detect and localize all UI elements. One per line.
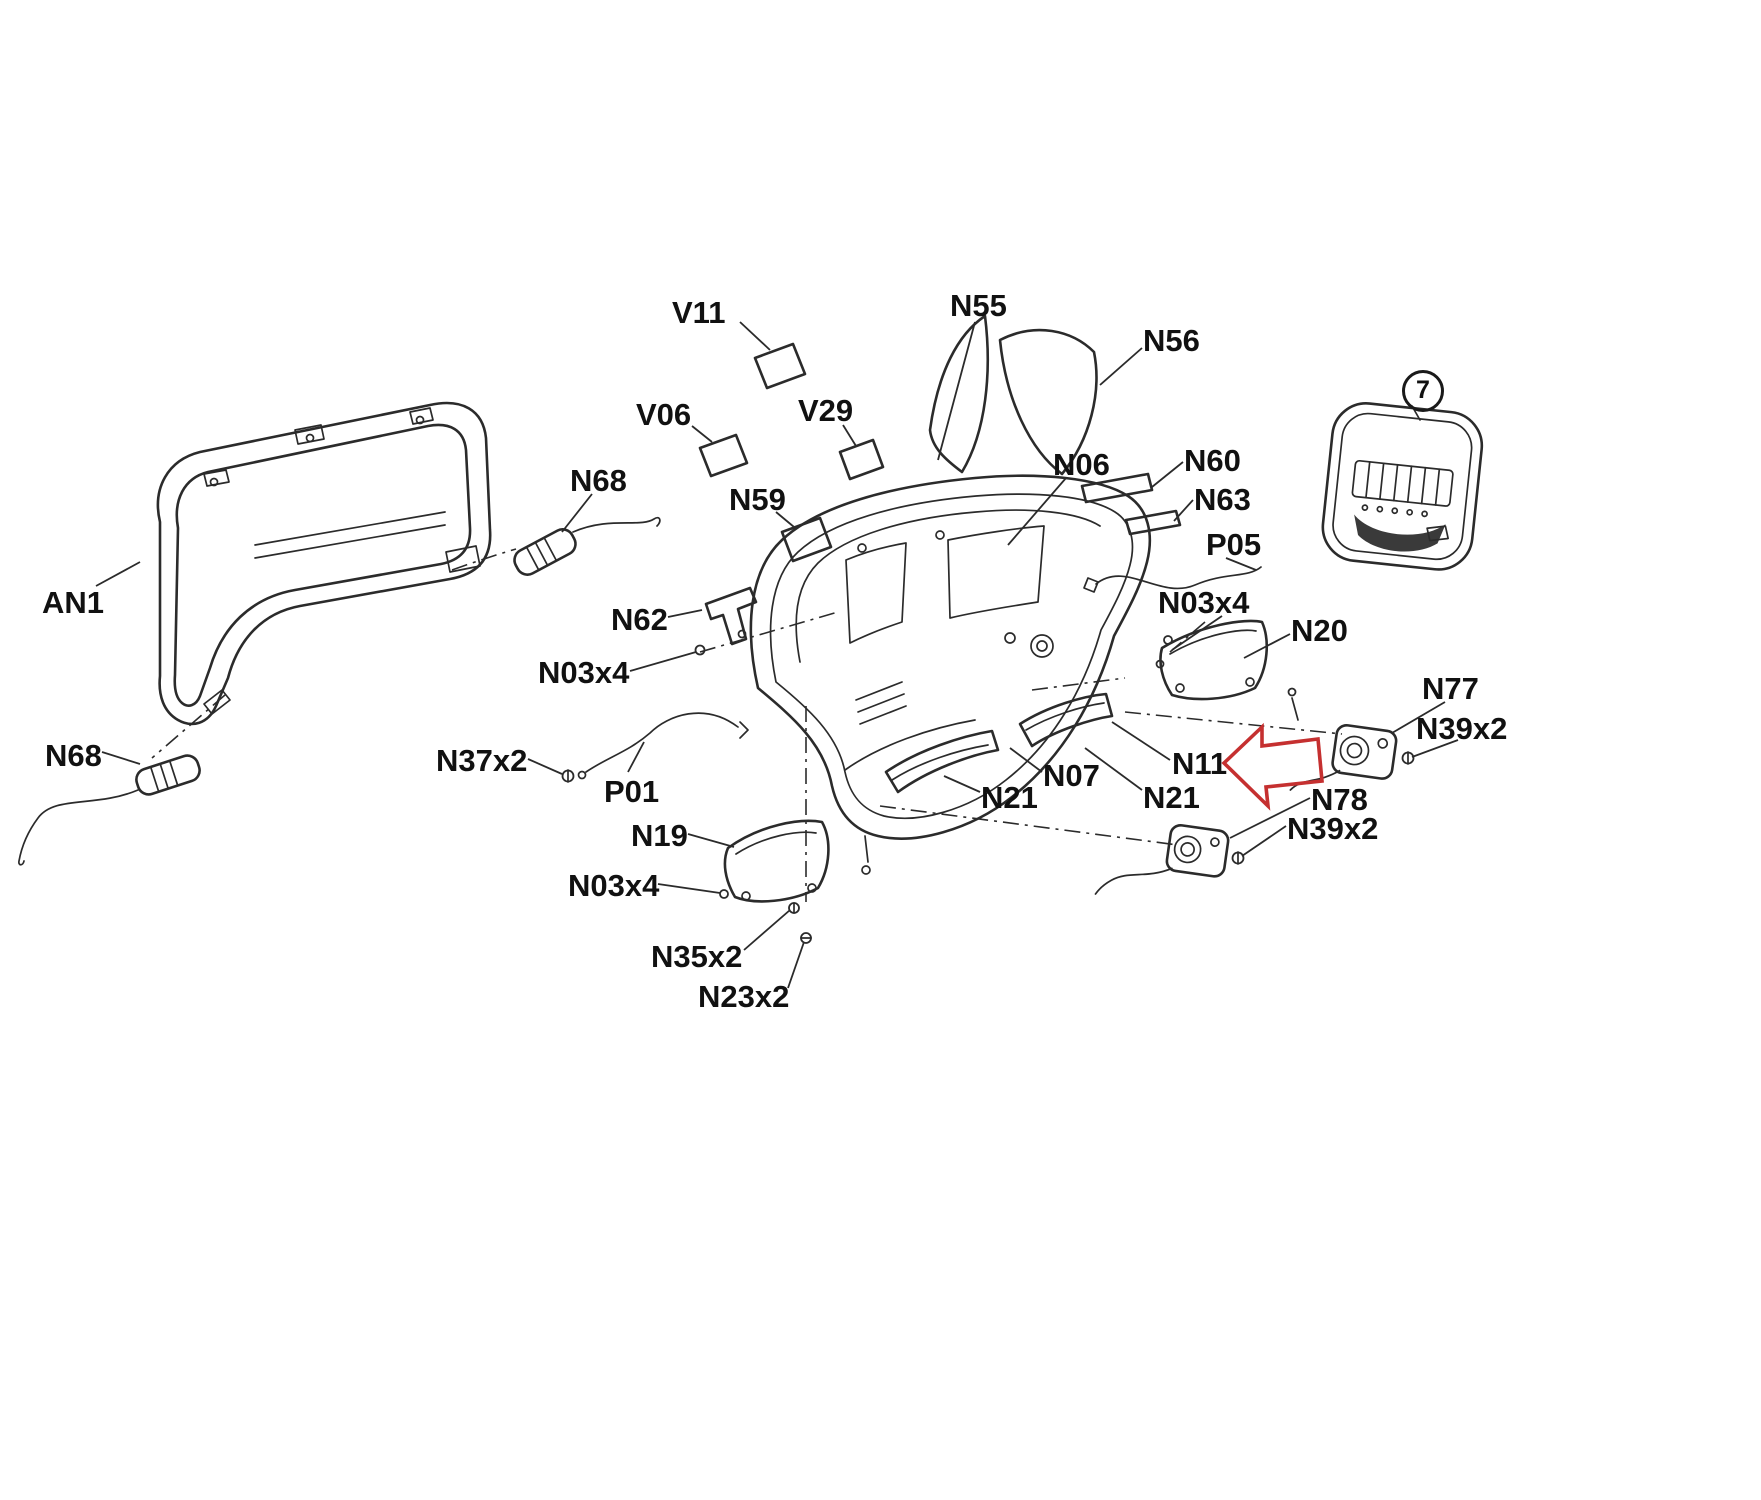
- part-label-n55: N55: [950, 288, 1007, 323]
- highlight-arrow-n11: [1221, 722, 1324, 811]
- wire-p01-drawing: [577, 712, 749, 780]
- part-label-n56: N56: [1143, 323, 1200, 358]
- part-label-n35x2: N35x2: [651, 939, 743, 974]
- screw-n37x2: [561, 769, 575, 783]
- sticker-n59: [780, 516, 833, 563]
- wire-p05-drawing: [1083, 566, 1262, 593]
- part-label-n21-a: N21: [981, 780, 1038, 815]
- part-label-v06: V06: [636, 397, 692, 432]
- display-console-drawing: [1321, 402, 1484, 571]
- part-label-n68-left: N68: [45, 738, 102, 773]
- frame-to-grip-dash: [451, 548, 517, 571]
- screw-n39x2-b: [1231, 851, 1245, 865]
- screws-n03x4-a: [1155, 635, 1173, 669]
- sticker-n60: [1080, 472, 1154, 504]
- circled-number-7: 7: [1402, 370, 1444, 412]
- sticker-n63: [1124, 509, 1182, 536]
- pod-n20-drawing: [1159, 619, 1268, 701]
- part-label-n07: N07: [1043, 758, 1100, 793]
- part-label-n11: N11: [1172, 746, 1228, 781]
- screw-near-n77: [1287, 687, 1299, 721]
- trim-strip-n21-left-drawing: [884, 729, 1000, 794]
- grip-n68-top-wire: [572, 516, 661, 533]
- bracket-n77-drawing: [1289, 723, 1398, 791]
- part-label-n03x4-c: N03x4: [568, 868, 660, 903]
- leader-lines: [95, 321, 1459, 989]
- grip-n68-left-wire: [18, 789, 139, 866]
- part-label-n68-top: N68: [570, 463, 627, 498]
- sticker-v06: [698, 433, 749, 478]
- windshield-n56-drawing: [998, 328, 1098, 476]
- part-label-an1: AN1: [42, 585, 105, 620]
- part-label-n19: N19: [631, 818, 688, 853]
- pod-n19-drawing: [719, 819, 830, 903]
- construction-lines: [699, 611, 1343, 902]
- sticker-v11: [753, 342, 807, 390]
- part-label-p01: P01: [604, 774, 660, 809]
- windshield-n55-drawing: [928, 314, 990, 474]
- bracket-n62-drawing: [704, 586, 758, 646]
- screw-n23x2: [800, 932, 812, 944]
- bracket-n78-drawing: [1094, 823, 1230, 895]
- part-label-n77: N77: [1422, 671, 1479, 706]
- part-label-n62: N62: [611, 602, 668, 637]
- frame-an1-drawing: [156, 401, 492, 726]
- screw-n39x2-a: [1401, 751, 1415, 765]
- console-shell-drawing: [749, 474, 1152, 875]
- part-label-n03x4-b: N03x4: [538, 655, 630, 690]
- part-label-n60: N60: [1184, 443, 1241, 478]
- screw-n35x2: [788, 902, 800, 914]
- part-label-n23x2: N23x2: [698, 979, 790, 1014]
- trim-strip-n11-drawing: [1018, 692, 1114, 748]
- part-label-n21-b: N21: [1143, 780, 1200, 815]
- part-label-n63: N63: [1194, 482, 1251, 517]
- part-label-n37x2: N37x2: [436, 743, 528, 778]
- part-label-v11: V11: [672, 295, 726, 330]
- part-label-v29: V29: [798, 393, 854, 428]
- screw-n03x4-b: [694, 644, 706, 656]
- part-label-n59: N59: [729, 482, 786, 517]
- part-label-p05: P05: [1206, 527, 1262, 562]
- grip-n68-top-drawing: [513, 528, 577, 576]
- part-label-n39x2-a: N39x2: [1416, 711, 1508, 746]
- part-label-n03x4-a: N03x4: [1158, 585, 1250, 620]
- part-label-n20: N20: [1291, 613, 1348, 648]
- sticker-v29: [838, 438, 885, 481]
- part-label-n39x2-b: N39x2: [1287, 811, 1379, 846]
- part-label-n78: N78: [1311, 782, 1368, 817]
- grip-n68-left-drawing: [135, 754, 201, 796]
- part-label-n06: N06: [1053, 447, 1110, 482]
